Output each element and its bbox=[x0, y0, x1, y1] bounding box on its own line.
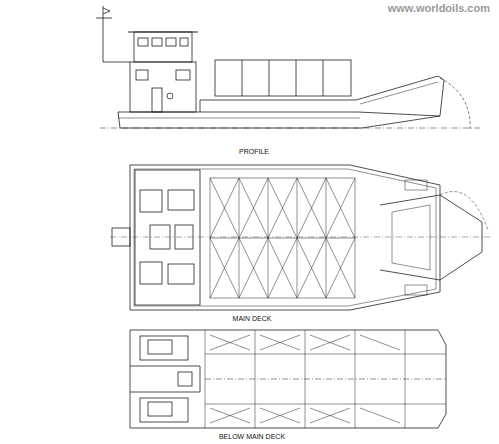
view-title: MAIN DECK bbox=[231, 315, 274, 322]
watermark: www.worldoils.com bbox=[388, 3, 490, 14]
view-title: BELOW MAIN DECK bbox=[217, 433, 287, 440]
view-title: PROFILE bbox=[237, 148, 271, 155]
below-deck-plan bbox=[130, 330, 446, 428]
profile-view bbox=[96, 6, 480, 130]
main-deck-plan bbox=[110, 165, 490, 310]
